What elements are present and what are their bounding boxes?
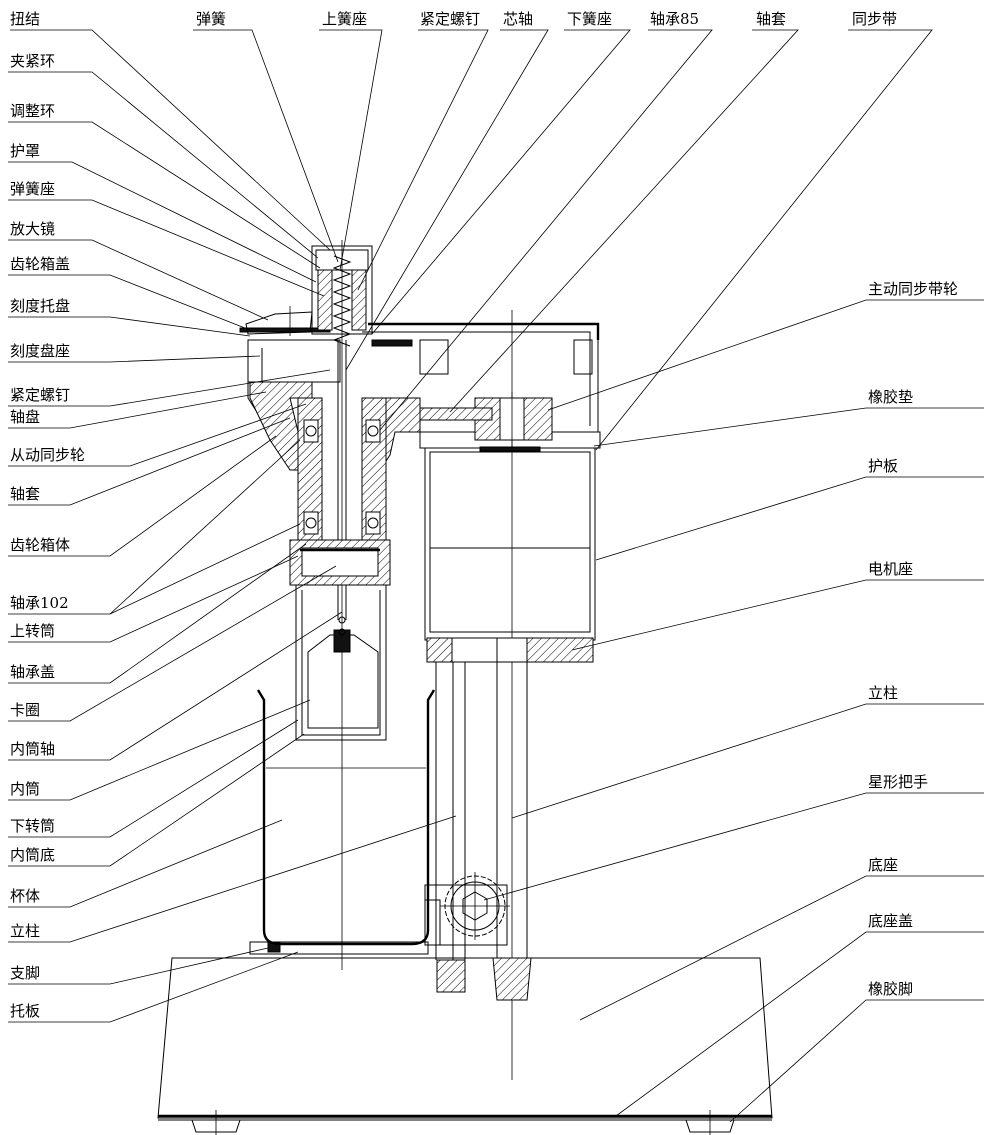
label-dial-seat: 刻度盘座 <box>10 342 70 360</box>
label-lower-rotor: 下转筒 <box>10 817 55 835</box>
label-pillar-right: 立柱 <box>868 684 898 702</box>
label-magnifier: 放大镜 <box>10 220 55 238</box>
label-rubber-foot: 橡胶脚 <box>868 980 913 998</box>
star-knob-icon <box>440 872 510 940</box>
label-set-screw-left: 紧定螺钉 <box>10 386 70 404</box>
label-base: 底座 <box>868 856 898 874</box>
base-assembly <box>157 957 773 1135</box>
label-sleeve-left: 轴套 <box>10 485 40 503</box>
label-bearing-102: 轴承102 <box>10 594 69 612</box>
label-lower-spring-seat: 下簧座 <box>567 10 612 28</box>
label-spring: 弹簧 <box>196 10 226 28</box>
label-timing-belt: 同步带 <box>852 10 897 28</box>
motor-assembly <box>419 392 601 663</box>
label-guard-plate: 护板 <box>868 457 898 475</box>
label-clamp-ring: 夹紧环 <box>10 52 55 70</box>
labels-top: 扭结 弹簧 上簧座 紧定螺钉 芯轴 下簧座 轴承85 轴套 同步带 <box>10 10 897 28</box>
labels-right: 主动同步带轮 橡胶垫 护板 电机座 立柱 星形把手 底座 底座盖 橡胶脚 <box>868 280 958 998</box>
label-driven-pulley: 从动同步轮 <box>10 446 85 464</box>
label-pillar-left: 立柱 <box>10 922 40 940</box>
labels-left: 夹紧环 调整环 护罩 弹簧座 放大镜 齿轮箱盖 刻度托盘 刻度盘座 紧定螺钉 轴… <box>10 52 85 1020</box>
label-upper-spring-seat: 上簧座 <box>322 10 367 28</box>
label-bearing-cap: 轴承盖 <box>10 663 55 681</box>
label-spring-seat: 弹簧座 <box>10 180 55 198</box>
label-support-foot: 支脚 <box>10 964 40 982</box>
label-driving-pulley: 主动同步带轮 <box>868 280 958 298</box>
label-inner-cylinder-bottom: 内筒底 <box>10 846 55 864</box>
label-adjust-ring: 调整环 <box>10 102 55 120</box>
leader-lines <box>8 29 984 1123</box>
label-star-knob: 星形把手 <box>868 773 928 791</box>
label-gearbox-body: 齿轮箱体 <box>10 536 70 554</box>
label-dial-tray: 刻度托盘 <box>10 297 70 315</box>
beaker <box>256 689 436 946</box>
spindle-assembly <box>289 240 391 970</box>
label-upper-rotor: 上转筒 <box>10 622 55 640</box>
label-sleeve-top: 轴套 <box>756 10 786 28</box>
label-rubber-pad: 橡胶垫 <box>868 388 913 406</box>
label-core-shaft: 芯轴 <box>503 10 533 28</box>
label-inner-cylinder-shaft: 内筒轴 <box>10 740 55 758</box>
label-twist-knot: 扭结 <box>10 10 40 28</box>
mechanical-drawing <box>8 29 984 1135</box>
label-motor-seat: 电机座 <box>868 560 913 578</box>
label-shaft-disc: 轴盘 <box>10 408 40 426</box>
label-bearing-85: 轴承85 <box>650 10 699 28</box>
label-base-cover: 底座盖 <box>868 912 913 930</box>
label-tray-plate: 托板 <box>10 1002 40 1020</box>
label-guard: 护罩 <box>10 142 40 160</box>
label-cup-body: 杯体 <box>10 887 40 905</box>
label-set-screw-top: 紧定螺钉 <box>420 10 480 28</box>
label-inner-cylinder: 内筒 <box>10 780 40 798</box>
label-gearbox-cover: 齿轮箱盖 <box>10 255 70 273</box>
label-circlip: 卡圈 <box>10 701 40 719</box>
